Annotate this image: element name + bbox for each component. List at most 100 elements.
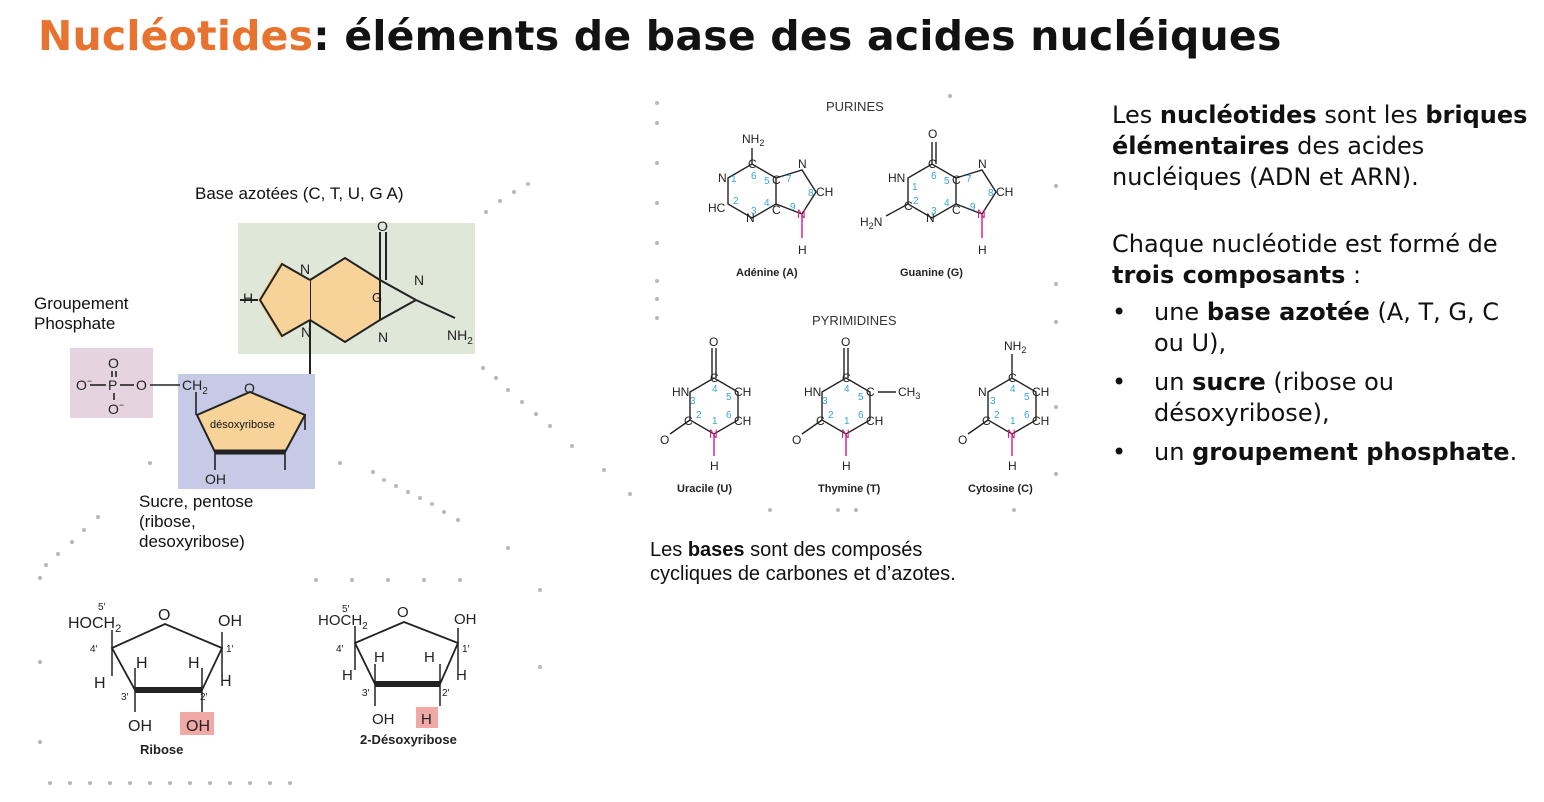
- sugar-ch2: CH2: [182, 377, 208, 397]
- guanine-ring: [240, 232, 456, 374]
- uracil-c5: CH: [734, 385, 751, 399]
- cytosine-pos3: 3: [990, 396, 996, 407]
- thymine-structure: O HN C C CH3 C O CH N H 1 2 3 4 5 6 Thym…: [792, 335, 920, 495]
- deoxyribose-2p: 2′: [442, 688, 450, 699]
- uracil-structure: O HN C CH C O CH N H 1 2 3 4 5 6 Uracile…: [660, 335, 751, 495]
- atom-o: O: [377, 218, 388, 234]
- adenine-structure: NH2 N N C C CH HC N C N H 1 2 3 4 5 6 7 …: [708, 132, 833, 279]
- phosphate-label-line1: Groupement: [34, 294, 129, 313]
- ribose-h4: H: [94, 675, 106, 692]
- cytosine-pos1: 1: [1010, 416, 1016, 427]
- info-panel: Les nucléotides sont les briques élément…: [1112, 100, 1532, 476]
- uracil-o4: O: [709, 335, 718, 349]
- cytosine-pos2: 2: [994, 410, 1000, 421]
- bullet: •: [1112, 368, 1127, 396]
- thymine-pos2: 2: [828, 410, 834, 421]
- guanine-pos7: 7: [966, 174, 972, 185]
- guanine-c6: C: [928, 157, 937, 171]
- adenine-pos1: 1: [731, 174, 737, 185]
- item-text: une: [1154, 298, 1207, 326]
- item-bold: sucre: [1192, 368, 1266, 396]
- uracil-name: Uracile (U): [677, 483, 732, 495]
- ribose-o: O: [158, 607, 170, 624]
- info-text: sont les: [1316, 101, 1426, 129]
- info-paragraph-1: Les nucléotides sont les briques élément…: [1112, 100, 1532, 193]
- cytosine-n3: N: [978, 385, 987, 399]
- sugar-ring: [195, 390, 307, 470]
- guanine-c5: C: [952, 173, 961, 187]
- info-bold: briques élémentaires: [1112, 101, 1528, 160]
- ribose-oh-highlight: [180, 712, 214, 735]
- deoxyribose-5p: 5′: [342, 604, 350, 615]
- phosphate-label: Groupement Phosphate: [34, 294, 129, 334]
- guanine-o: O: [928, 127, 937, 141]
- adenine-pos7: 7: [786, 174, 792, 185]
- sugar-ring-o: O: [244, 380, 255, 396]
- uracil-pos2: 2: [696, 410, 702, 421]
- item-text: .: [1509, 438, 1518, 466]
- thymine-pos1: 1: [844, 416, 850, 427]
- bases-caption: Les bases sont des composés cycliques de…: [650, 538, 956, 586]
- cytosine-c5: CH: [1032, 385, 1049, 399]
- adenine-n9: N: [797, 207, 806, 221]
- guanine-n9: N: [977, 207, 986, 221]
- info-text: Les: [1112, 101, 1160, 129]
- atom-nh2: NH2: [447, 327, 473, 347]
- phosphate-label-line2: Phosphate: [34, 314, 116, 333]
- item-bold: groupement phosphate: [1192, 438, 1510, 466]
- guanine-n7: N: [978, 157, 987, 171]
- thymine-ch3: CH3: [898, 385, 920, 401]
- adenine-pos2: 2: [733, 196, 739, 207]
- guanine-c2: C: [904, 199, 913, 213]
- sugar-ring-label: désoxyribose: [210, 419, 275, 431]
- ring-letter: G: [372, 290, 382, 305]
- ribose-oh2: OH: [186, 718, 210, 735]
- base-label: Base azotées (C, T, U, G A): [195, 184, 404, 203]
- cytosine-n1: N: [1007, 427, 1016, 441]
- sugar-label-line2: (ribose,: [139, 512, 196, 531]
- guanine-nh2: H2N: [860, 215, 882, 231]
- deoxyribose-hoch2: HOCH2: [318, 612, 368, 632]
- uracil-n1: N: [709, 427, 718, 441]
- atom-n9: N: [301, 324, 311, 340]
- guanine-pos4: 4: [944, 198, 950, 209]
- caption-text: sont des composés: [744, 539, 923, 561]
- uracil-hn3: HN: [672, 385, 689, 399]
- uracil-pos1: 1: [712, 416, 718, 427]
- adenine-nh2: NH2: [742, 132, 764, 148]
- ribose-h1: H: [220, 673, 232, 690]
- sugar-label: Sucre, pentose (ribose, desoxyribose): [139, 492, 253, 552]
- component-list: •une base azotée (A, T, G, C ou U), •un …: [1112, 297, 1532, 468]
- adenine-pos8: 8: [808, 188, 814, 199]
- guanine-pos1: 1: [912, 182, 918, 193]
- deoxyribose-oh1: OH: [454, 611, 477, 628]
- cytosine-name: Cytosine (C): [968, 483, 1033, 495]
- ribose-name: Ribose: [140, 742, 183, 757]
- cytosine-pos6: 6: [1024, 410, 1030, 421]
- uracil-pos4: 4: [712, 384, 718, 395]
- thymine-name: Thymine (T): [818, 483, 881, 495]
- guanine-pos2: 2: [913, 196, 919, 207]
- thymine-h1: H: [842, 459, 851, 473]
- cytosine-o2: O: [958, 433, 967, 447]
- item-text: un: [1154, 438, 1193, 466]
- info-text: :: [1345, 261, 1362, 289]
- cytosine-nh2: NH2: [1004, 339, 1026, 355]
- list-item: •un sucre (ribose ou désoxyribose),: [1112, 367, 1532, 429]
- ribose-3p: 3′: [121, 692, 129, 703]
- thymine-pos5: 5: [858, 392, 864, 403]
- cytosine-c2: C: [982, 414, 991, 428]
- caption-bold: bases: [687, 539, 745, 561]
- ribose-hoch2: HOCH2: [68, 615, 121, 635]
- adenine-pos9: 9: [790, 202, 796, 213]
- ribose-structure: HOCH2 O OH H H H H OH OH 5′ 4′ 1′ 3′ 2′ …: [68, 602, 242, 757]
- deoxyribose-h-highlight: [416, 707, 438, 728]
- caption-text: Les: [650, 539, 688, 561]
- cytosine-pos5: 5: [1024, 392, 1030, 403]
- atom-n3: N: [378, 329, 388, 345]
- deoxyribose-h3: H: [374, 649, 385, 666]
- uracil-o2: O: [660, 433, 669, 447]
- ribose-1p: 1′: [226, 644, 234, 655]
- uracil-c6: CH: [734, 414, 751, 428]
